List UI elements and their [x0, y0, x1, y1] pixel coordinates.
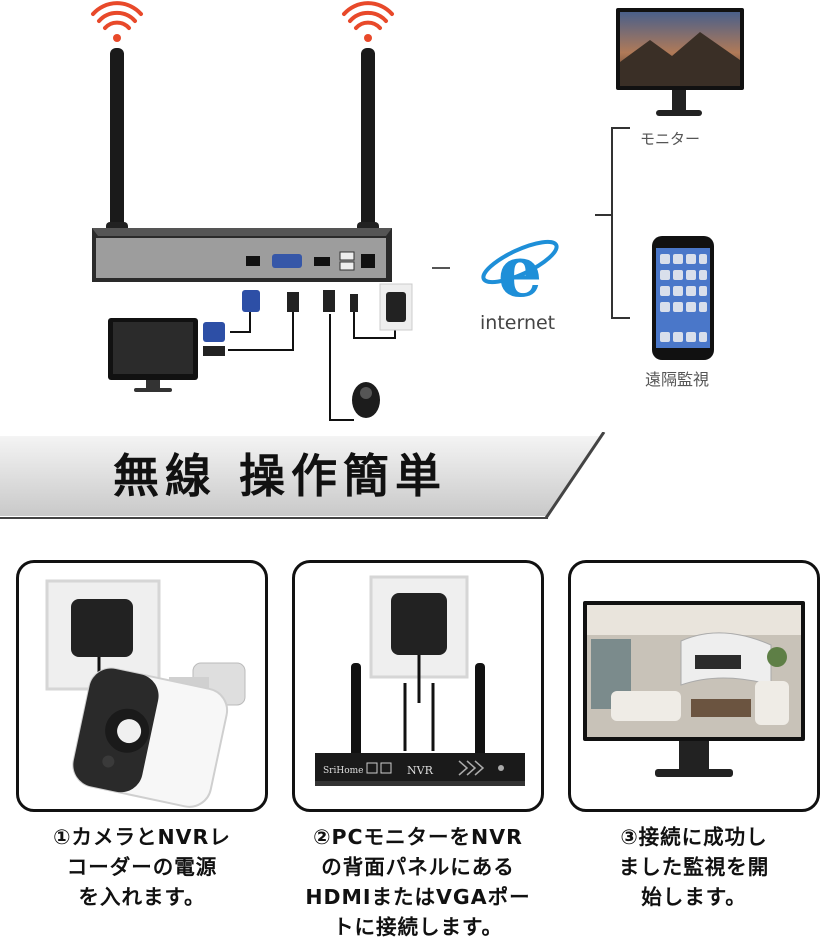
bracket — [595, 127, 630, 319]
internet-label: internet — [480, 312, 556, 334]
nvr-brand: SriHome — [323, 766, 363, 776]
remote-monitoring-label: 遠隔監視 — [645, 370, 710, 389]
camera-illustration — [45, 579, 246, 808]
step-1-caption: ①カメラとNVRレ コーダーの電源 を入れます。 — [53, 825, 231, 909]
nvr-recorder — [92, 228, 392, 282]
wifi-icon-right — [342, 1, 394, 42]
smartphone — [652, 236, 714, 360]
power-plug — [350, 294, 358, 312]
large-monitor — [616, 8, 744, 116]
diagram-graphic: e — [91, 1, 744, 421]
svg-text:e: e — [498, 230, 543, 313]
internet-explorer-icon: e — [481, 230, 559, 313]
title-banner — [0, 432, 828, 524]
nvr-antenna-right — [357, 48, 379, 246]
usb-plug-monitor — [203, 346, 225, 356]
usb-plug-top — [287, 292, 299, 312]
nvr-illustration: SriHome NVR — [315, 575, 525, 786]
step-2-caption: ②PCモニターをNVR の背面パネルにある HDMIまたはVGAポー トに接続し… — [305, 825, 531, 939]
nvr-antenna-left — [106, 48, 128, 246]
monitor-label: モニター — [640, 130, 701, 148]
step-2-card: SriHome NVR — [292, 560, 544, 812]
usb-plug-mouse — [323, 290, 335, 312]
connection-diagram: e — [0, 0, 828, 430]
mouse — [352, 382, 380, 418]
step-1-card — [16, 560, 268, 812]
monitor-illustration — [583, 601, 805, 777]
cables — [228, 312, 396, 421]
wifi-icon-left — [91, 1, 143, 42]
nvr-text: NVR — [407, 764, 434, 777]
wall-adapter — [379, 283, 413, 331]
pc-monitor — [108, 318, 198, 392]
step-3-caption: ③接続に成功し ました監視を開 始します。 — [618, 825, 770, 909]
vga-plug-monitor — [203, 322, 225, 342]
vga-plug-top — [242, 290, 260, 312]
step-3-card — [568, 560, 820, 812]
banner-title: 無線 操作簡単 — [112, 449, 447, 503]
